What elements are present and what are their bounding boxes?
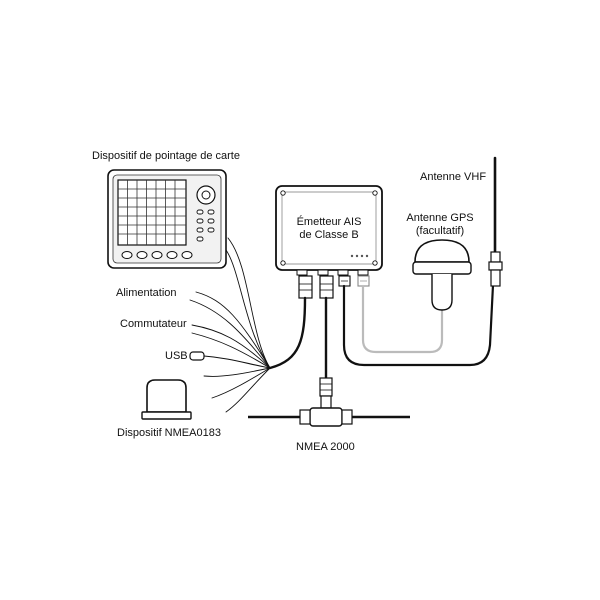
- gps-antenna-label: Antenne GPS (facultatif): [405, 212, 475, 238]
- gps-antenna-label-line1: Antenne GPS: [406, 212, 474, 224]
- cables: [189, 237, 495, 413]
- transponder-label-line2: de Classe B: [299, 229, 359, 241]
- vhf-antenna: [488, 156, 503, 287]
- nmea2000-label: NMEA 2000: [296, 441, 355, 453]
- nmea0183-device: [141, 379, 192, 420]
- chartplotter-label: Dispositif de pointage de carte: [92, 150, 240, 162]
- ais-transponder-box: [275, 185, 383, 276]
- vhf-antenna-label: Antenne VHF: [420, 171, 487, 183]
- transponder-label-line1: Émetteur AIS: [296, 216, 362, 228]
- gps-antenna: [412, 239, 472, 311]
- switch-label: Commutateur: [120, 318, 187, 330]
- usb-label: USB: [165, 350, 188, 362]
- gps-antenna-label-line2: (facultatif): [415, 225, 465, 237]
- nmea2000-connector: [248, 377, 410, 427]
- transponder-label: Émetteur AIS de Classe B: [284, 216, 374, 242]
- chartplotter-device: [107, 169, 227, 269]
- usb-plug: [189, 351, 271, 369]
- power-label: Alimentation: [116, 287, 177, 299]
- box-connectors: [298, 275, 370, 299]
- nmea0183-label: Dispositif NMEA0183: [117, 427, 221, 439]
